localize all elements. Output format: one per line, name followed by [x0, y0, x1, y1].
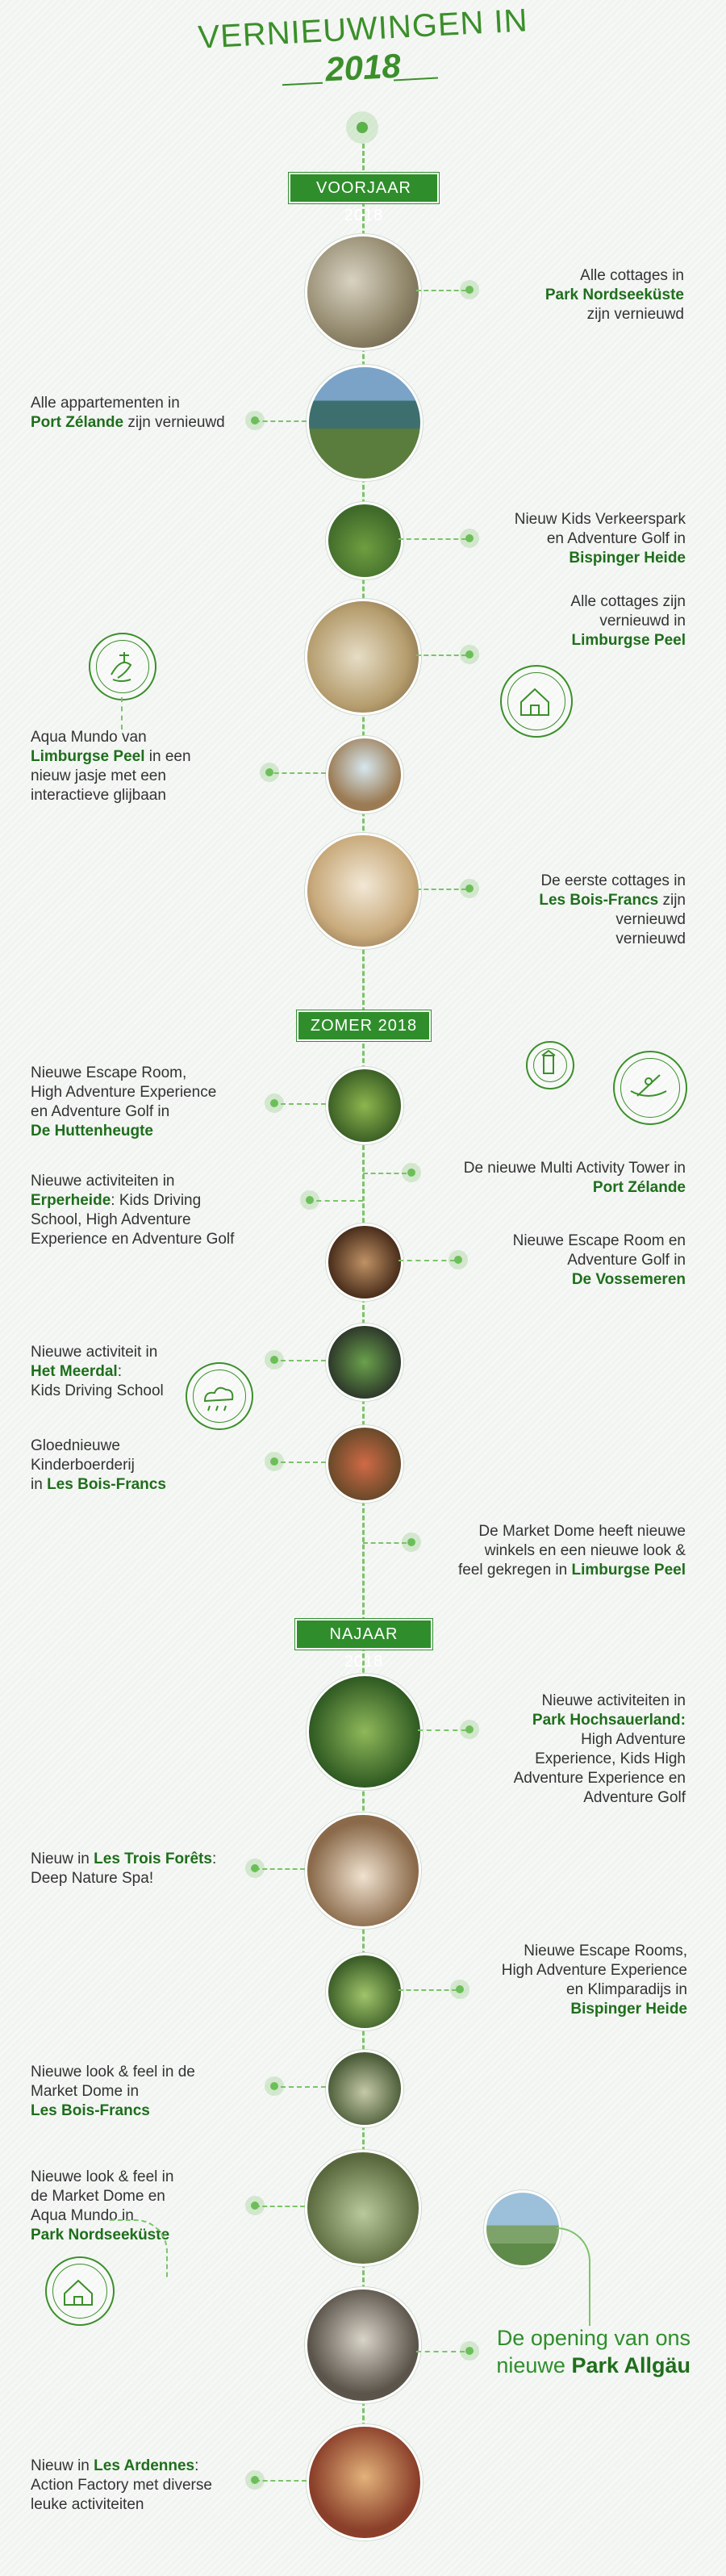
- timeline-start-dot: [346, 111, 378, 144]
- item-les-trois-forets: Nieuw in Les Trois Forêts:Deep Nature Sp…: [31, 1850, 217, 1887]
- season-autumn: NAJAAR 2018: [295, 1619, 432, 1671]
- photo-meerdal: [326, 1324, 403, 1401]
- connector: [273, 1462, 326, 1463]
- connector: [308, 1200, 363, 1202]
- timeline-node: [460, 529, 479, 548]
- photo-bispinger-escape: [326, 1953, 403, 2030]
- connector: [398, 538, 466, 540]
- connector: [416, 654, 466, 656]
- aqua-slide-icon: [89, 633, 156, 700]
- timeline-node: [245, 1859, 265, 1878]
- timeline-node: [260, 763, 279, 782]
- cloud-icon: [186, 1362, 253, 1430]
- cottage-icon: [500, 665, 573, 738]
- badge-connector: [121, 697, 123, 730]
- kayak-icon: [613, 1051, 687, 1125]
- photo-les-ardennes: [307, 2424, 423, 2540]
- photo-bois-francs-dome: [326, 2050, 403, 2127]
- timeline-node: [460, 280, 479, 299]
- badge-connector: [110, 2219, 168, 2277]
- photo-kinderboerderij: [326, 1425, 403, 1503]
- timeline-node: [402, 1163, 421, 1182]
- connector: [266, 772, 326, 774]
- timeline-node: [460, 879, 479, 898]
- photo-allgau-interior: [305, 2287, 421, 2403]
- timeline-node: [402, 1533, 421, 1552]
- connector: [363, 1542, 407, 1544]
- connector: [416, 889, 466, 890]
- item-bispinger-escape: Nieuwe Escape Rooms,High Adventure Exper…: [501, 1942, 687, 2018]
- connector: [255, 1868, 305, 1870]
- photo-nordseekuste-dome: [305, 2150, 421, 2266]
- photo-limburgse-cottage: [305, 599, 421, 715]
- timeline-node: [245, 411, 265, 430]
- timeline-node: [300, 1190, 319, 1210]
- tower-icon: [526, 1041, 574, 1089]
- item-les-ardennes: Nieuw in Les Ardennes:Action Factory met…: [31, 2457, 212, 2513]
- photo-bispinger-golf: [326, 502, 403, 579]
- timeline-node: [460, 2341, 479, 2361]
- photo-bois-francs-cottage: [305, 833, 421, 949]
- photo-huttenheugte: [326, 1067, 403, 1144]
- photo-hochsauerland: [307, 1674, 423, 1790]
- timeline-node: [450, 1980, 469, 1999]
- connector: [416, 2351, 465, 2352]
- photo-deep-nature-spa: [305, 1813, 421, 1929]
- connector: [255, 420, 307, 422]
- timeline-node: [265, 1452, 284, 1471]
- connector: [416, 290, 466, 291]
- connector: [273, 2086, 326, 2088]
- season-summer: ZOMER 2018: [297, 1010, 431, 1041]
- timeline-node: [265, 2076, 284, 2096]
- connector: [273, 1360, 326, 1361]
- photo-nordseekuste-cottage: [305, 234, 421, 350]
- timeline-node: [245, 2470, 265, 2490]
- connector: [418, 1729, 466, 1731]
- connector: [398, 1260, 455, 1261]
- house-icon: [45, 2256, 115, 2326]
- timeline-node: [265, 1094, 284, 1113]
- timeline-node: [265, 1350, 284, 1370]
- connector: [398, 1989, 457, 1991]
- photo-allgau-exterior: [484, 2190, 561, 2268]
- timeline-node: [460, 645, 479, 664]
- item-huttenheugte: Nieuwe Escape Room,High Adventure Experi…: [31, 1064, 217, 1140]
- connector: [255, 2206, 305, 2207]
- connector: [363, 1173, 407, 1174]
- timeline-node: [460, 1720, 479, 1739]
- timeline-node: [449, 1250, 468, 1269]
- allgau-connector: [557, 2227, 590, 2326]
- photo-vossemeren: [326, 1223, 403, 1301]
- photo-aqua-mundo: [326, 736, 403, 813]
- connector: [273, 1103, 326, 1105]
- season-spring: VOORJAAR 2018: [289, 173, 439, 224]
- timeline-node: [245, 2196, 265, 2215]
- timeline-spine: [362, 144, 365, 2500]
- photo-port-zelande: [307, 365, 423, 481]
- connector: [255, 2480, 307, 2482]
